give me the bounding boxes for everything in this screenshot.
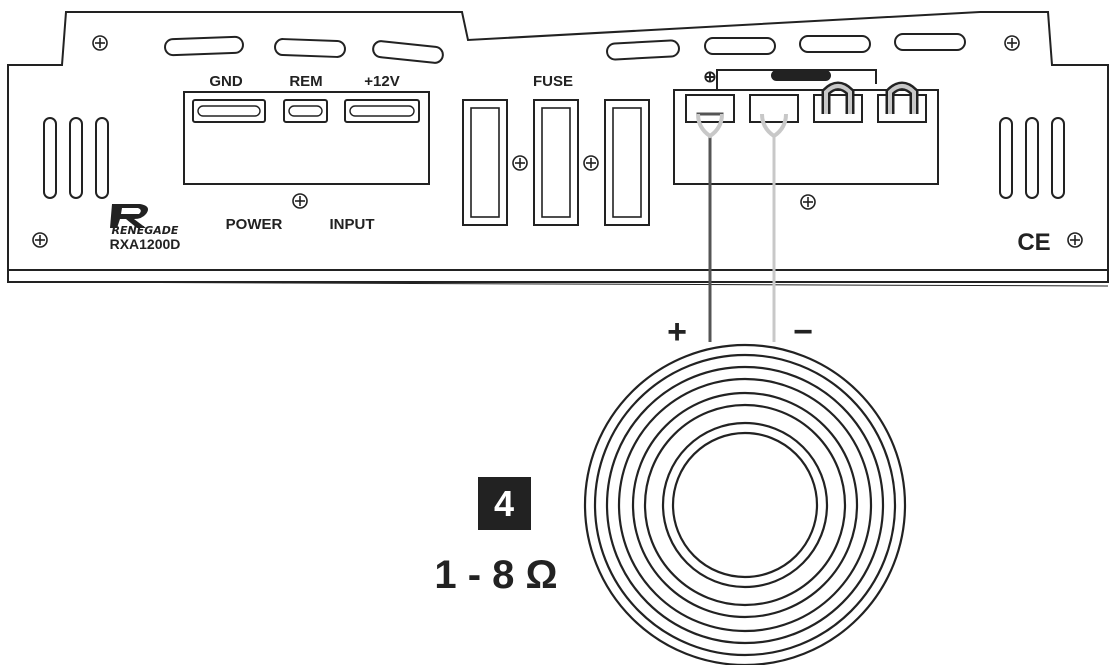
impedance-label: 1 - 8 Ω — [434, 553, 557, 597]
speaker-terminal-4 — [877, 94, 927, 123]
screws — [32, 35, 1083, 248]
power-caption: POWER — [226, 216, 283, 233]
speaker-terminal-1 — [685, 94, 735, 123]
screw-icon — [92, 35, 108, 51]
screw-icon — [1067, 232, 1083, 248]
gnd-label: GND — [209, 73, 243, 90]
screw-icon — [1004, 35, 1020, 51]
speaker-terminal-block: ⊕ — [673, 69, 939, 185]
side-vents — [43, 117, 1065, 199]
top-vents — [164, 33, 966, 64]
screw-icon — [512, 155, 528, 171]
negative-bar-icon — [771, 70, 831, 81]
step-number: 4 — [494, 483, 514, 524]
power-terminal-block: GND REM +12V POWER INPUT — [183, 73, 430, 233]
plus12v-label: +12V — [364, 73, 399, 90]
minus-label: − — [793, 313, 813, 351]
rem-label: REM — [289, 73, 322, 90]
renegade-logo: RENEGADE RXA1200D — [110, 204, 181, 252]
screw-icon — [583, 155, 599, 171]
plus-label: + — [667, 313, 687, 351]
input-caption: INPUT — [330, 216, 375, 233]
speaker-terminal-3 — [813, 94, 863, 123]
model-name: RXA1200D — [110, 236, 181, 252]
fuse-label: FUSE — [533, 73, 573, 90]
screw-icon — [32, 232, 48, 248]
fuse-section: FUSE — [462, 73, 650, 226]
brand-name: RENEGADE — [112, 224, 179, 237]
screw-icon — [800, 194, 816, 210]
positive-symbol: ⊕ — [703, 69, 716, 86]
ce-mark: CE — [1017, 229, 1050, 256]
speaker-terminal-2 — [749, 94, 799, 123]
subwoofer — [583, 343, 907, 665]
speaker-wires — [696, 112, 788, 342]
step-badge: 4 — [478, 477, 531, 530]
screw-icon — [292, 193, 308, 209]
